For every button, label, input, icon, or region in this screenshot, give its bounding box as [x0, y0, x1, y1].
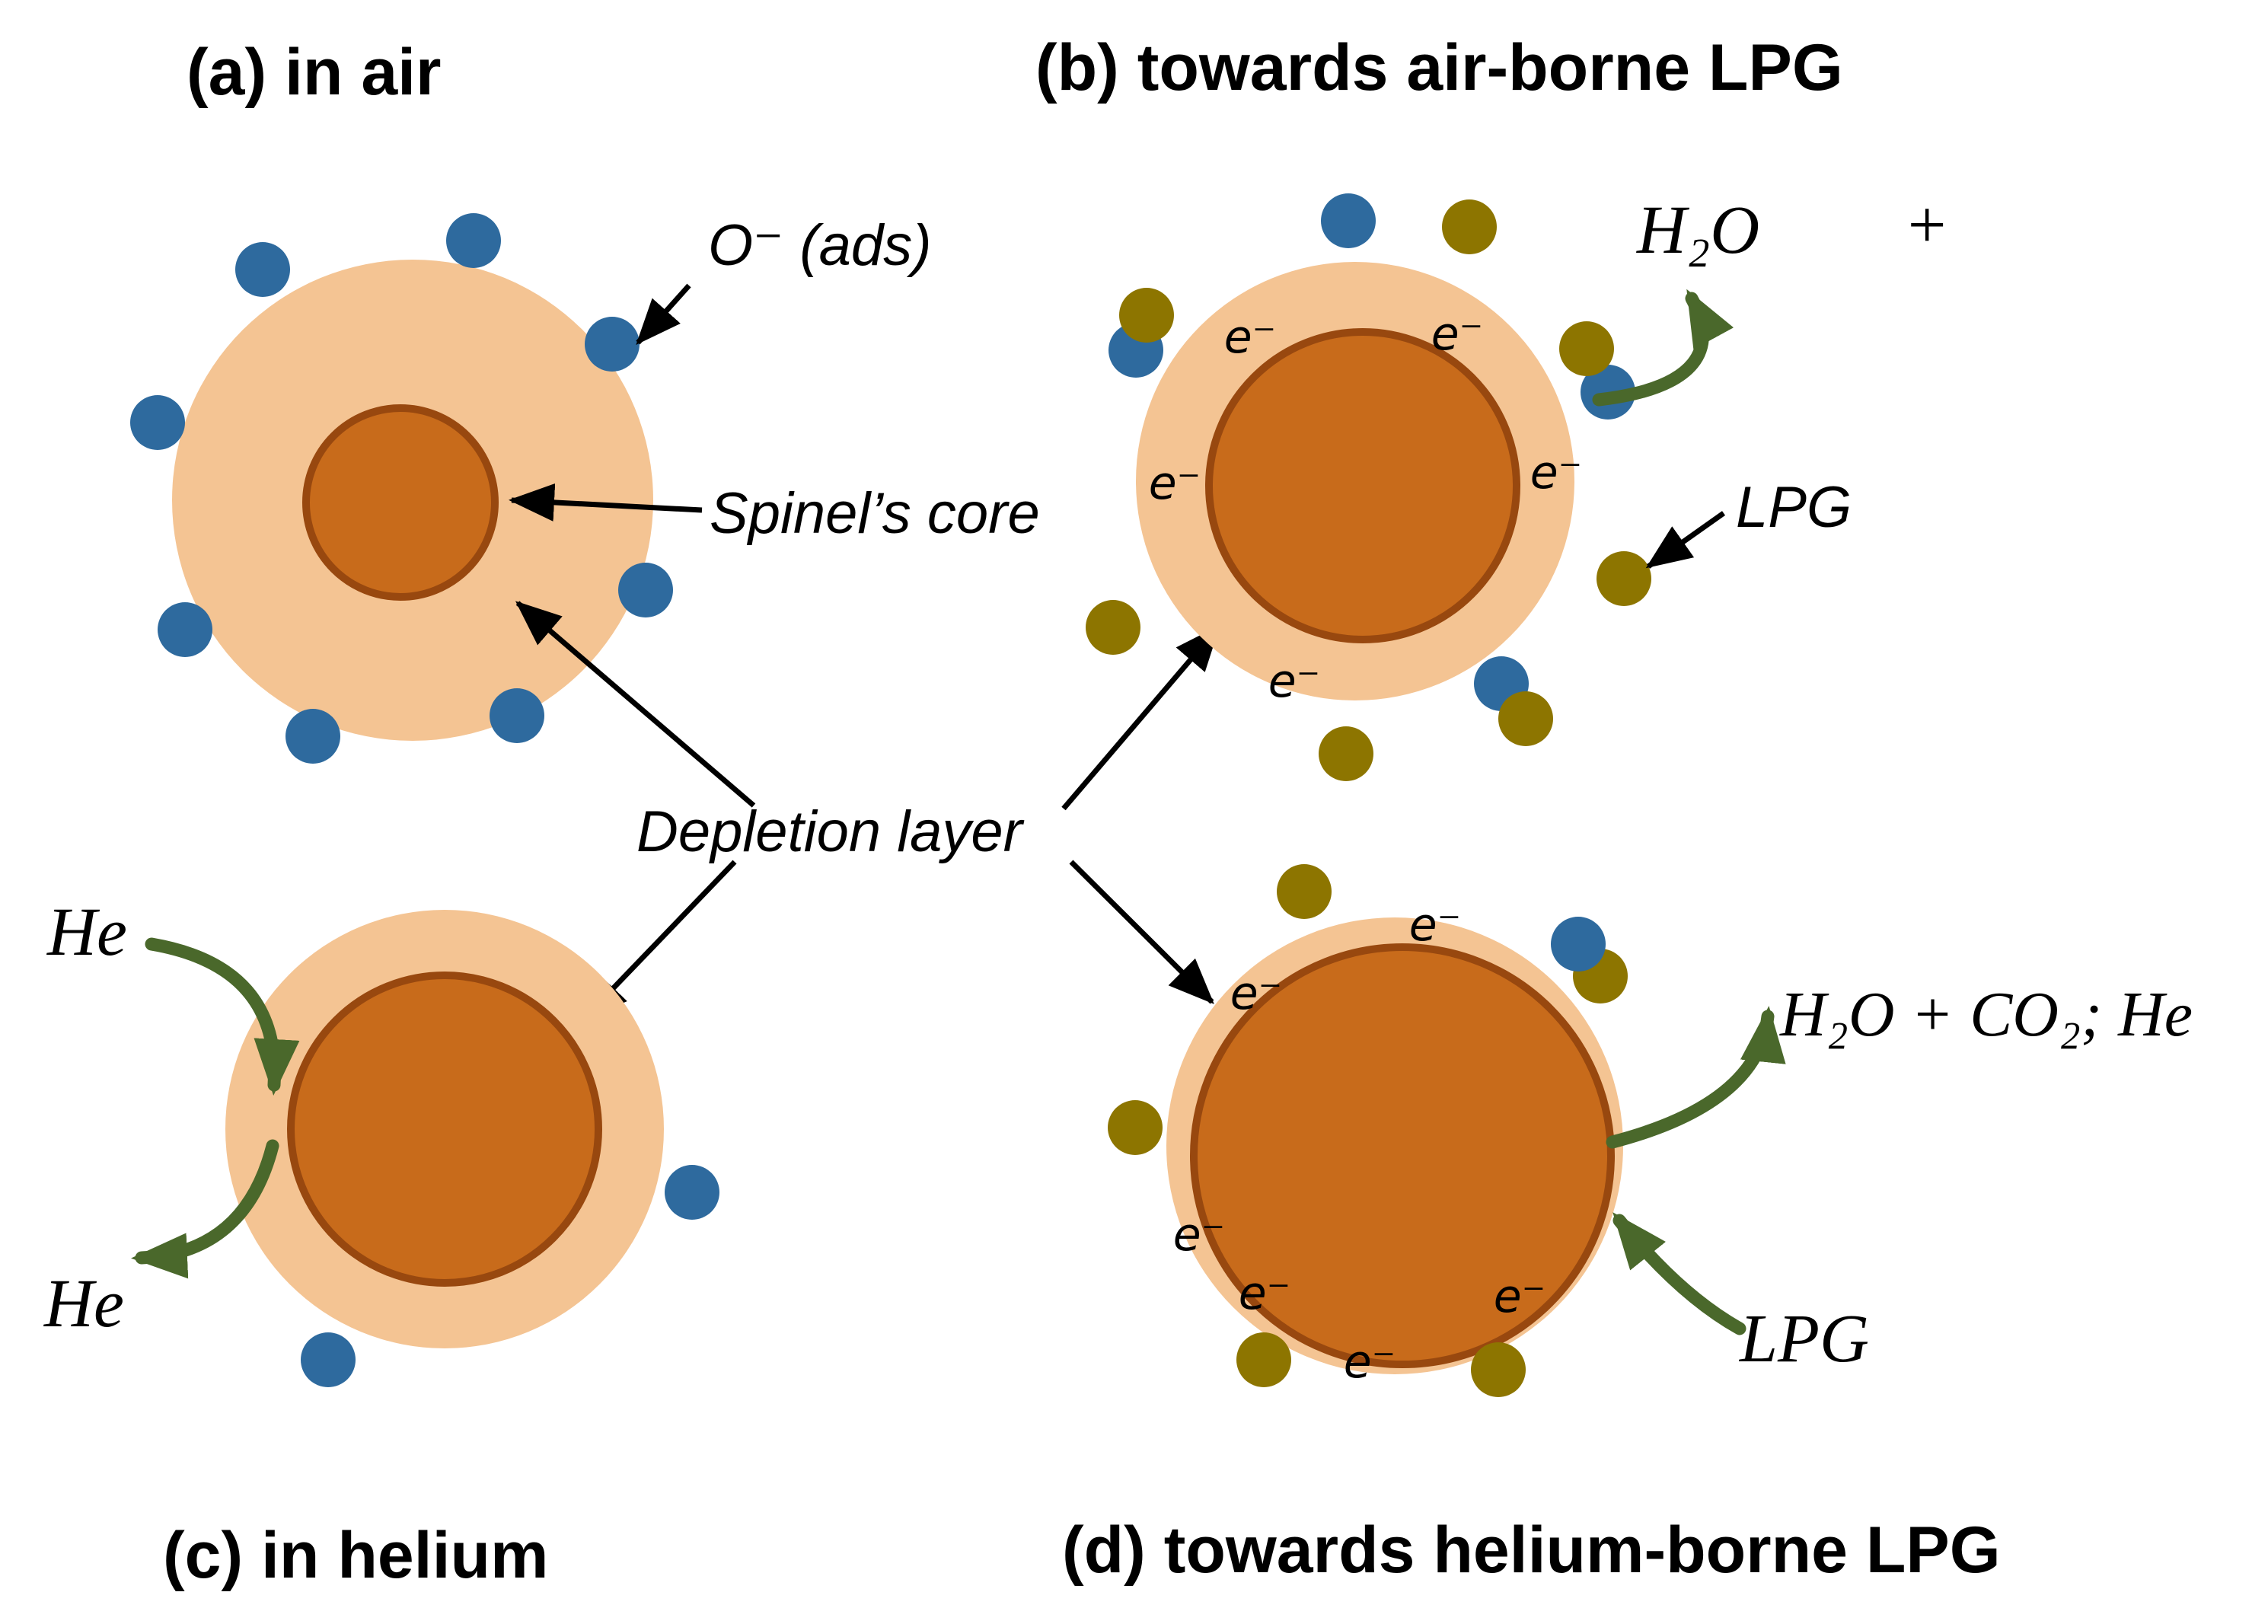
lpg-label-air: LPG	[1736, 475, 1852, 540]
oxygen-ion-dot	[1551, 917, 1606, 972]
panel-a-title: (a) in air	[187, 36, 442, 109]
helium-out-label: He	[43, 1266, 124, 1342]
spinel-core-label: Spinel’s core	[710, 481, 1040, 546]
lpg-molecule-dot	[1442, 199, 1497, 254]
oxygen-ion-dot	[490, 688, 544, 743]
lpg-molecule-dot	[1319, 726, 1373, 781]
lpg-molecule-dot	[1597, 551, 1651, 606]
lpg-molecule-dot	[1086, 600, 1140, 655]
products-release-arrow-d	[1606, 1006, 1786, 1149]
lpg-arrow-b	[1645, 511, 1726, 569]
oxygen-ion-dot	[665, 1165, 719, 1220]
spinel-core-c	[287, 972, 602, 1287]
spinel-core-a	[302, 404, 499, 601]
lpg-label-helium: LPG	[1738, 1301, 1869, 1377]
lpg-molecule-dot	[1471, 1342, 1526, 1397]
lpg-molecule-dot	[1559, 321, 1614, 376]
panel-c-title: (c) in helium	[163, 1519, 548, 1592]
panel-b-title: (b) towards air-borne LPG	[1035, 31, 1843, 104]
water-label: H₂O	[1636, 193, 1759, 268]
depletion-arrow-to-b	[1061, 624, 1220, 811]
lpg-molecule-dot	[1236, 1332, 1291, 1387]
spinel-core-d	[1190, 943, 1615, 1368]
electron-label: e⁻	[1230, 967, 1283, 1020]
panel-d: (d) towards helium-borne LPG e⁻ e⁻ e⁻ e⁻…	[1062, 864, 2193, 1587]
spinel-core-arrow	[509, 483, 703, 522]
plus-sign: +	[1903, 187, 1950, 263]
depletion-arrow-to-a	[515, 601, 756, 808]
oxygen-ion-dot	[130, 395, 185, 450]
panel-a: (a) in air O⁻ (ads) Spinel’s core	[130, 36, 1040, 764]
oxygen-ads-label: O⁻ (ads)	[708, 213, 932, 278]
lpg-molecule-dot	[1119, 288, 1174, 343]
electron-label: e⁻	[1239, 1267, 1291, 1320]
depletion-layer-label: Depletion layer	[636, 799, 1025, 864]
electron-label: e⁻	[1344, 1335, 1396, 1389]
lpg-molecule-dot	[1498, 691, 1553, 746]
helium-in-arrow	[145, 937, 300, 1096]
lpg-in-arrow-d	[1612, 1212, 1746, 1335]
electron-label: e⁻	[1268, 655, 1321, 708]
helium-products-label: H₂O + CO₂; He	[1779, 979, 2193, 1050]
panel-c: (c) in helium He He	[43, 895, 719, 1592]
panel-d-title: (d) towards helium-borne LPG	[1062, 1514, 2001, 1587]
spinel-core-b	[1205, 328, 1520, 643]
electron-label: e⁻	[1224, 311, 1277, 364]
oxygen-ion-dot	[301, 1332, 356, 1387]
electron-label: e⁻	[1431, 308, 1484, 361]
electron-label: e⁻	[1530, 446, 1583, 499]
lpg-molecule-dot	[1277, 864, 1332, 919]
lpg-molecule-dot	[1108, 1100, 1163, 1155]
depletion-layer-callout: Depletion layer	[515, 601, 1220, 1021]
oxygen-ion-dot	[1321, 193, 1376, 248]
panel-b: (b) towards air-borne LPG e⁻ e⁻ e⁻ e⁻ e⁻…	[1035, 31, 1950, 781]
oxygen-ion-dot	[618, 563, 673, 617]
oxygen-ion-dot	[585, 317, 640, 372]
electron-label: e⁻	[1494, 1270, 1546, 1323]
helium-in-label: He	[46, 895, 127, 970]
helium-out-arrow	[131, 1139, 279, 1279]
electron-label: e⁻	[1409, 898, 1462, 952]
oxygen-ion-dot	[235, 242, 290, 297]
water-release-arrow-b	[1592, 289, 1734, 407]
oxygen-ads-arrow	[636, 283, 691, 345]
oxygen-ion-dot	[446, 213, 501, 268]
electron-label: e⁻	[1173, 1208, 1226, 1262]
oxygen-ion-dot	[158, 602, 212, 657]
oxygen-ion-dot	[285, 709, 340, 764]
electron-label: e⁻	[1149, 457, 1201, 510]
depletion-arrow-to-d	[1069, 860, 1214, 1004]
